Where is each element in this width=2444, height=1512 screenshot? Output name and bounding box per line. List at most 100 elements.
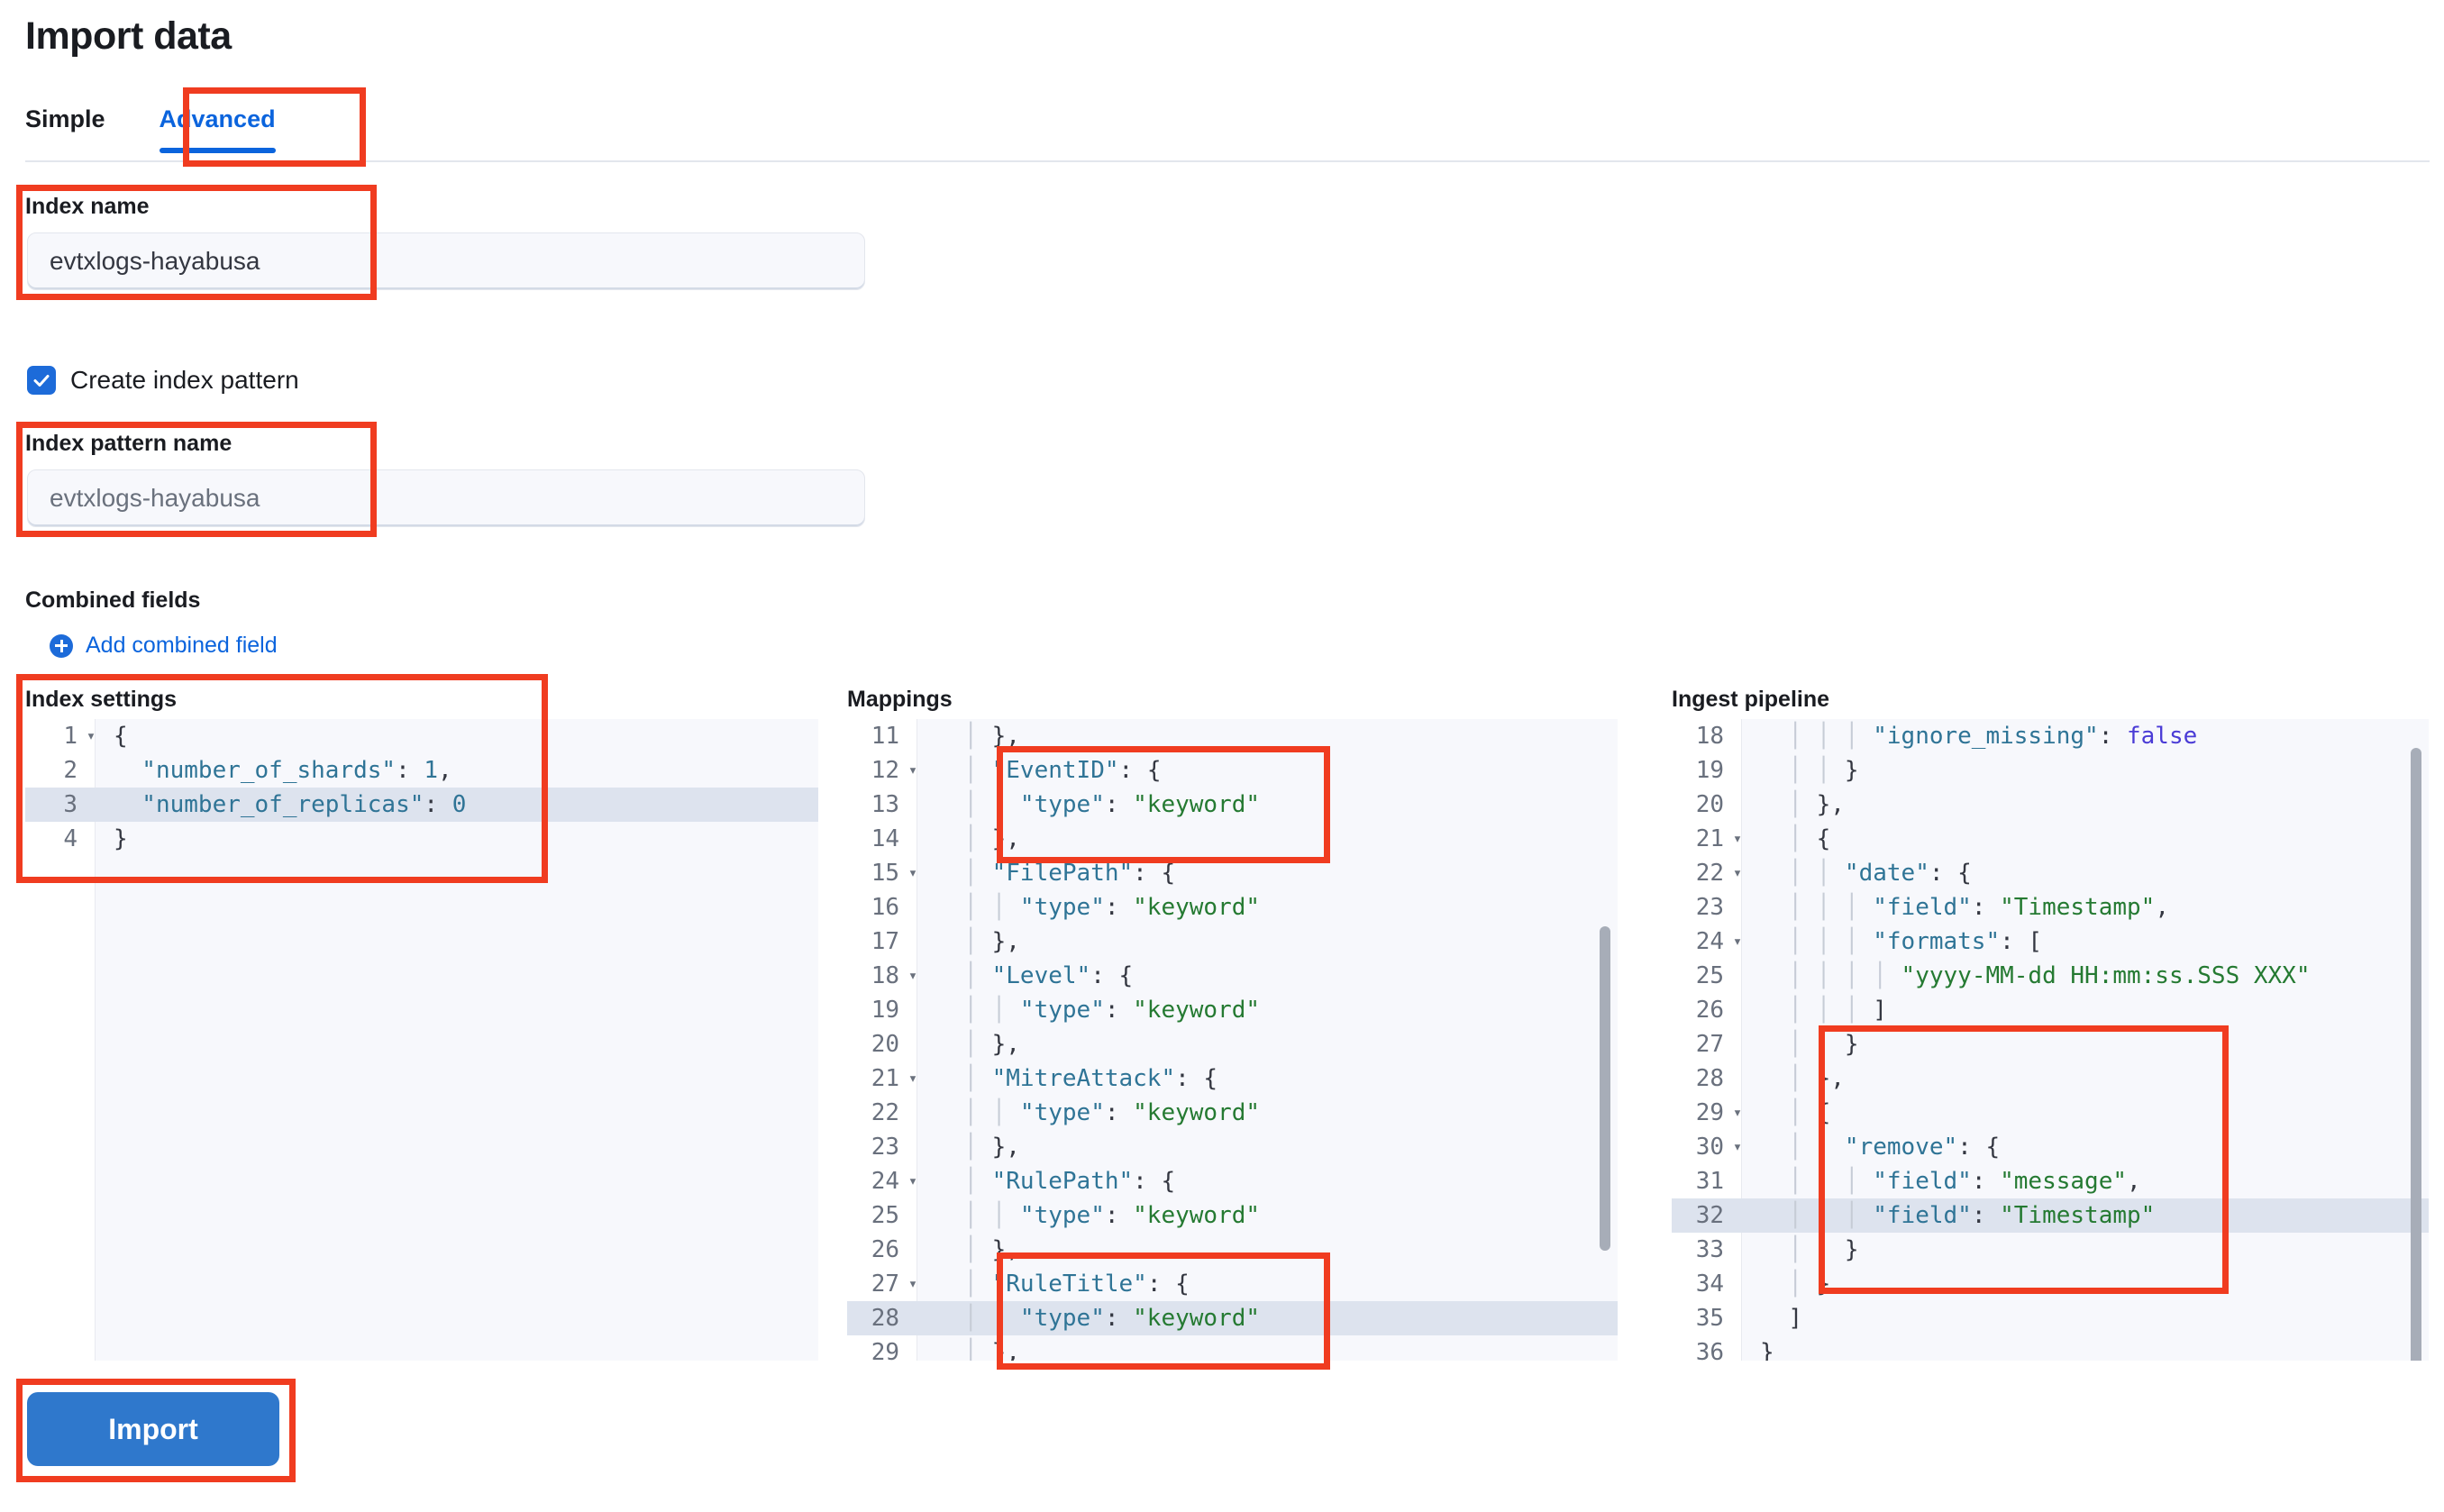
code-line[interactable]: 22▾ │ │ "date": { (1672, 856, 2429, 890)
code-line[interactable]: 25 │ │ "type": "keyword" (847, 1198, 1618, 1233)
code-line[interactable]: 21▾ │ "MitreAttack": { (847, 1061, 1618, 1096)
code-line[interactable]: 19 │ │ "type": "keyword" (847, 993, 1618, 1027)
fold-arrow-icon[interactable]: ▾ (86, 726, 96, 745)
code-line[interactable]: 18 ▾ │ "Level": { (847, 959, 1618, 993)
code-line[interactable]: 15▾ │ "FilePath": { (847, 856, 1618, 890)
code-line[interactable]: 11 │ }, (847, 719, 1618, 753)
code-text: │ { (1760, 825, 1831, 852)
code-line[interactable]: 24▾ │ │ │ "formats": [ (1672, 925, 2429, 959)
editor-gutter (847, 719, 917, 1361)
code-line[interactable]: 24▾ │ "RulePath": { (847, 1164, 1618, 1198)
fold-arrow-icon[interactable]: ▾ (1732, 1103, 1743, 1122)
code-line[interactable]: 2 "number_of_shards": 1, (25, 753, 818, 788)
tab-simple[interactable]: Simple (25, 105, 105, 132)
fold-arrow-icon[interactable]: ▾ (1732, 829, 1743, 848)
index-settings-editor[interactable]: 1▾{2 "number_of_shards": 1,3 "number_of_… (25, 719, 818, 1361)
fold-arrow-icon[interactable]: ▾ (1732, 1137, 1743, 1156)
import-button[interactable]: Import (27, 1392, 279, 1466)
code-line[interactable]: 29 │ }, (847, 1335, 1618, 1361)
code-line[interactable]: 12 ▾ │ "EventID": { (847, 753, 1618, 788)
line-number: 20 (871, 1031, 899, 1058)
code-line[interactable]: 21▾ │ { (1672, 822, 2429, 856)
code-line[interactable]: 1▾{ (25, 719, 818, 753)
code-line[interactable]: 29▾ │ { (1672, 1096, 2429, 1130)
code-text: │ } (1760, 1271, 1831, 1298)
ingest-pipeline-scrollbar[interactable] (2411, 748, 2421, 1361)
combined-fields-heading: Combined fields (25, 587, 201, 613)
code-line[interactable]: 26 │ }, (847, 1233, 1618, 1267)
fold-arrow-icon[interactable]: ▾ (907, 1274, 918, 1293)
code-text: │ "EventID": { (935, 757, 1162, 784)
code-line[interactable]: 32 │ │ │ "field": "Timestamp" (1672, 1198, 2429, 1233)
code-line[interactable]: 30▾ │ │ "remove": { (1672, 1130, 2429, 1164)
code-text: "number_of_shards": 1, (114, 757, 452, 784)
code-line[interactable]: 25 │ │ │ │ "yyyy-MM-dd HH:mm:ss.SSS XXX" (1672, 959, 2429, 993)
code-text: │ }, (935, 825, 1020, 852)
line-number: 21 (871, 1065, 899, 1092)
code-line[interactable]: 28 │ │ "type": "keyword" (847, 1301, 1618, 1335)
code-text: │ │ │ "field": "message", (1760, 1168, 2141, 1195)
tab-advanced[interactable]: Advanced (132, 99, 303, 153)
code-text: │ { (1760, 1099, 1831, 1126)
fold-arrow-icon[interactable]: ▾ (907, 863, 918, 882)
code-line[interactable]: 36} (1672, 1335, 2429, 1361)
code-line[interactable]: 28 │ }, (1672, 1061, 2429, 1096)
code-line[interactable]: 16 │ │ "type": "keyword" (847, 890, 1618, 925)
line-number: 26 (871, 1236, 899, 1263)
editor-gutter (25, 719, 96, 1361)
index-pattern-name-input[interactable]: evtxlogs-hayabusa (27, 469, 865, 527)
code-line[interactable]: 35 ] (1672, 1301, 2429, 1335)
code-text: │ }, (1760, 1065, 1845, 1092)
code-line[interactable]: 19 │ │ } (1672, 753, 2429, 788)
code-line[interactable]: 27 │ │ } (1672, 1027, 2429, 1061)
editor-gutter (1672, 719, 1742, 1361)
fold-arrow-icon[interactable]: ▾ (907, 1069, 918, 1088)
line-number: 18 (871, 962, 899, 989)
mappings-editor[interactable]: 11 │ }, 12 ▾ │ "EventID": { 13 │ │ "type": … (847, 719, 1618, 1361)
code-text: │ │ │ │ "yyyy-MM-dd HH:mm:ss.SSS XXX" (1760, 962, 2311, 989)
code-line[interactable]: 23 │ }, (847, 1130, 1618, 1164)
code-line[interactable]: 20 │ }, (1672, 788, 2429, 822)
fold-arrow-icon[interactable]: ▾ (1732, 932, 1743, 951)
code-line[interactable]: 23 │ │ │ "field": "Timestamp", (1672, 890, 2429, 925)
code-line[interactable]: 34 │ } (1672, 1267, 2429, 1301)
line-number: 2 (63, 757, 78, 784)
line-number: 17 (871, 928, 899, 955)
line-number: 14 (871, 825, 899, 852)
index-name-input[interactable]: evtxlogs-hayabusa (27, 232, 865, 290)
add-combined-field-label: Add combined field (86, 633, 278, 658)
fold-arrow-icon[interactable]: ▾ (907, 1171, 918, 1190)
add-combined-field-button[interactable]: Add combined field (50, 633, 278, 659)
code-text: │ │ "type": "keyword" (935, 1099, 1261, 1126)
code-text: │ │ "type": "keyword" (935, 1202, 1261, 1229)
fold-arrow-icon[interactable]: ▾ (907, 966, 918, 985)
code-line[interactable]: 3 "number_of_replicas": 0 (25, 788, 818, 822)
code-line[interactable]: 26 │ │ │ ] (1672, 993, 2429, 1027)
fold-arrow-icon[interactable]: ▾ (1732, 863, 1743, 882)
code-line[interactable]: 20 │ }, (847, 1027, 1618, 1061)
code-line[interactable]: 14 │ }, (847, 822, 1618, 856)
line-number: 34 (1695, 1271, 1724, 1298)
mappings-scrollbar[interactable] (1600, 926, 1610, 1251)
code-line[interactable]: 13 │ │ "type": "keyword" (847, 788, 1618, 822)
fold-arrow-icon[interactable]: ▾ (907, 761, 918, 779)
code-text: │ │ } (1760, 1031, 1859, 1058)
code-line[interactable]: 18 │ │ │ "ignore_missing": false (1672, 719, 2429, 753)
code-text: │ "Level": { (935, 962, 1134, 989)
code-line[interactable]: 31 │ │ │ "field": "message", (1672, 1164, 2429, 1198)
code-line[interactable]: 33 │ │ } (1672, 1233, 2429, 1267)
create-index-pattern-checkbox[interactable]: Create index pattern (27, 366, 299, 395)
code-line[interactable]: 4} (25, 822, 818, 856)
code-text: ] (1788, 1305, 1802, 1332)
code-line[interactable]: 27▾ │ "RuleTitle": { (847, 1267, 1618, 1301)
line-number: 18 (1695, 723, 1724, 750)
code-line[interactable]: 22 │ │ "type": "keyword" (847, 1096, 1618, 1130)
line-number: 36 (1695, 1339, 1724, 1361)
line-number: 19 (1695, 757, 1724, 784)
code-line[interactable]: 17 │ }, (847, 925, 1618, 959)
check-icon (27, 366, 56, 395)
line-number: 28 (1695, 1065, 1724, 1092)
line-number: 12 (871, 757, 899, 784)
